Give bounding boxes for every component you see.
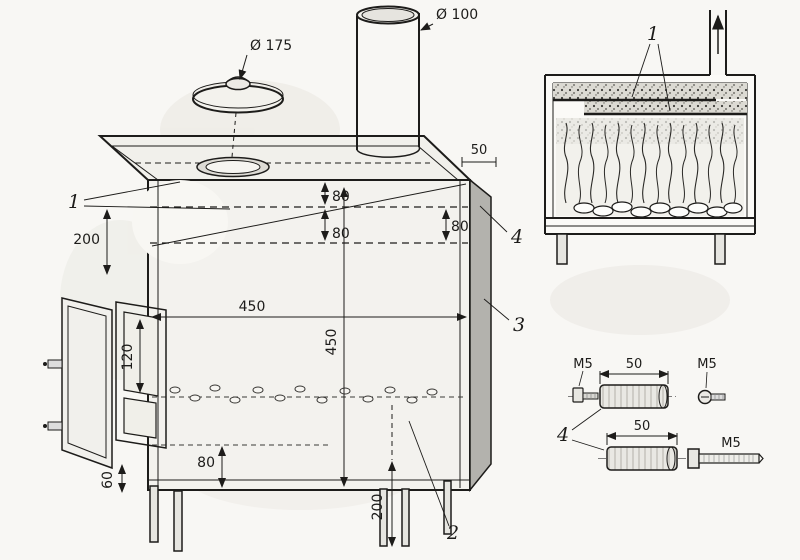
firebox-flames <box>556 118 744 216</box>
sleeve-b-length-label: 50 <box>634 419 651 434</box>
fastener-part-4-label: 4 <box>556 424 569 446</box>
section-part-1-label: 1 <box>647 23 659 45</box>
smoke-baffles <box>553 83 747 116</box>
m5-left-label: M5 <box>573 357 593 372</box>
bottom-80-label: 80 <box>197 455 215 471</box>
door-hinges <box>43 359 63 431</box>
sleeve-a-length-label: 50 <box>626 357 643 372</box>
part-4-label: 4 <box>510 226 523 248</box>
chimney-diameter-label: Ø 100 <box>436 7 478 23</box>
fastener-details: M5 50 M5 50 M5 4 <box>556 357 764 471</box>
bolt-m5-long <box>687 448 764 469</box>
main-dimensions <box>103 22 497 547</box>
part-leaders <box>83 181 510 527</box>
firewood-coals <box>573 201 743 218</box>
section-view: 1 <box>544 10 756 265</box>
chimney-pipe <box>356 5 421 158</box>
right-80-label: 80 <box>451 219 469 235</box>
stove-body <box>97 135 492 493</box>
stove-legs <box>149 480 452 552</box>
burner-hole <box>196 156 270 178</box>
lid-diameter-label: Ø 175 <box>250 38 292 54</box>
door-120-label: 120 <box>120 344 136 371</box>
left-200-label: 200 <box>73 232 100 248</box>
depth-450-label: 450 <box>324 329 340 356</box>
burner-lid <box>192 76 284 158</box>
sleeve-b <box>598 432 686 471</box>
width-450-label: 450 <box>239 299 266 315</box>
grate-coals <box>152 384 466 446</box>
baffle-80b-label: 80 <box>332 226 350 242</box>
part-3-label: 3 <box>513 314 525 336</box>
part-2-label: 2 <box>446 522 459 544</box>
leg-200-label: 200 <box>370 494 386 521</box>
stove-isometric-view: Ø 175 Ø 100 50 1 200 80 80 80 450 450 12… <box>43 5 525 552</box>
m5-right-label: M5 <box>697 357 717 372</box>
baffle-80a-label: 80 <box>332 189 350 205</box>
gap-50-label: 50 <box>471 143 488 158</box>
fastener-part-leaders <box>571 408 605 451</box>
sleeve-a <box>568 370 676 409</box>
section-part-leaders <box>631 43 671 112</box>
section-legs <box>556 233 726 265</box>
screw-right <box>697 371 726 405</box>
section-chimney <box>709 10 727 75</box>
leg-60-label: 60 <box>100 471 116 489</box>
m5-bolt-label: M5 <box>721 436 741 451</box>
internal-baffle-lines <box>150 183 468 247</box>
stove-door <box>43 297 167 470</box>
part-1-label: 1 <box>68 191 80 213</box>
